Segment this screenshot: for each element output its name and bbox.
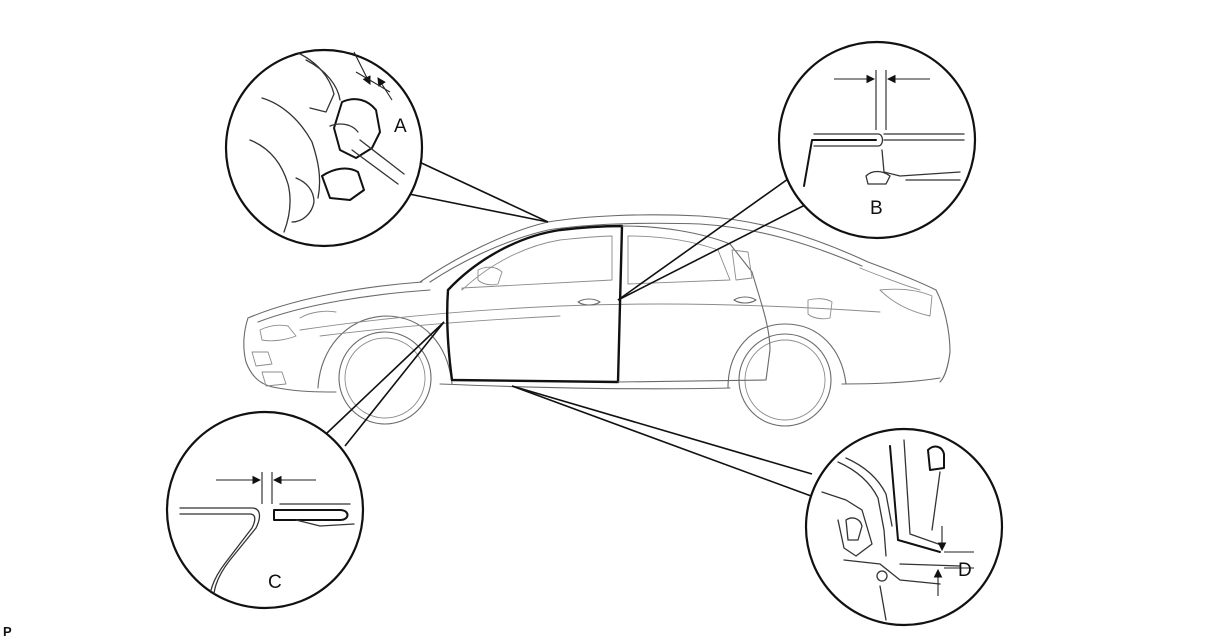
callout-b: B [777,40,977,240]
sedan-side-view [243,214,951,427]
callout-c: C [165,410,365,610]
callout-d: D [804,427,1004,627]
label-a: A [394,116,407,137]
label-b: B [870,198,883,219]
label-d: D [958,560,972,581]
leader-lines [326,159,823,501]
callout-a: A [224,48,424,248]
label-c: C [268,572,282,593]
figure-code: P [3,624,12,639]
